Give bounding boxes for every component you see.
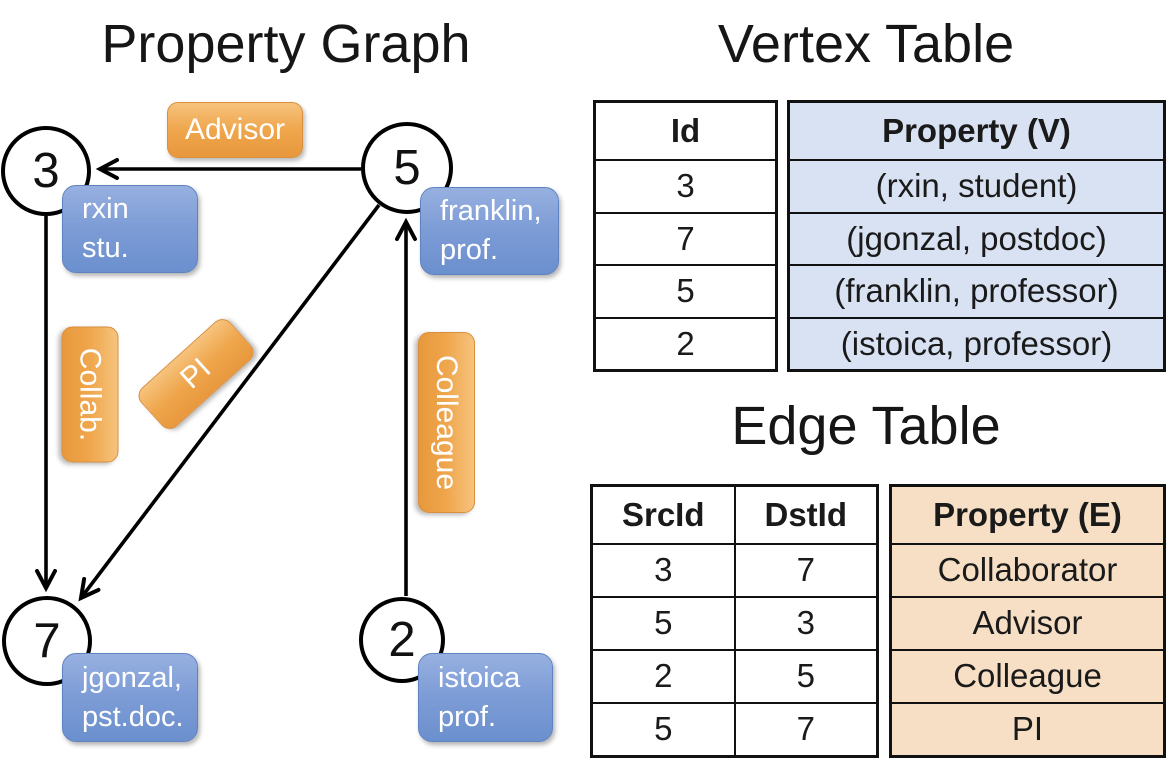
vertex-property-box-istoica: istoica prof.	[418, 653, 553, 742]
edge-property-cell: Collaborator	[937, 551, 1118, 589]
vertex-id-cell: 7	[676, 219, 695, 257]
title-edge-table: Edge Table	[731, 396, 1001, 456]
table-row: 3 7	[593, 543, 876, 596]
vertex-id-cell: 3	[676, 167, 695, 205]
edge-table-header-dstid: DstId	[733, 487, 877, 543]
table-row: 7	[596, 211, 775, 265]
vertex-property-cell: (istoica, professor)	[840, 324, 1113, 362]
table-row: 3	[596, 159, 775, 212]
vertex-property-box-franklin: franklin, prof.	[420, 187, 559, 275]
vertex-property-cell: (franklin, professor)	[834, 272, 1119, 310]
edge-table-id-columns: SrcId DstId 3 7 5 3 2 5 5 7	[590, 484, 879, 758]
vertex-property-line: istoica	[438, 661, 521, 694]
vertex-property-line: jgonzal,	[82, 661, 182, 694]
vertex-property-line: prof.	[438, 700, 497, 733]
vertex-id-cell: 2	[676, 324, 695, 362]
vertex-table-header-property: Property (V)	[882, 111, 1071, 149]
edge-label-advisor: Advisor	[167, 102, 303, 158]
edge-property-cell: Advisor	[972, 604, 1083, 642]
edge-dstid-cell: 5	[733, 651, 877, 702]
vertex-table-id-column: Id 3 7 5 2	[593, 100, 778, 372]
vertex-id-cell: 5	[676, 272, 695, 310]
node-id-label: 7	[33, 614, 61, 668]
vertex-property-line: pst.doc.	[82, 700, 184, 733]
table-row: (jgonzal, postdoc)	[790, 211, 1163, 265]
edge-srcid-cell: 5	[654, 710, 673, 748]
vertex-property-box-jgonzal: jgonzal, pst.doc.	[62, 653, 198, 742]
vertex-table-header-row: Property (V)	[790, 103, 1163, 159]
edge-label-text: Colleague	[430, 354, 464, 491]
table-row: PI	[892, 702, 1163, 755]
vertex-table-header-id: Id	[670, 111, 701, 149]
table-row: 2	[596, 316, 775, 370]
edge-label-text: PI	[174, 351, 218, 396]
edge-property-cell: PI	[1011, 710, 1044, 748]
edge-label-collab: Collab.	[61, 326, 119, 463]
vertex-table-header-row: Id	[596, 103, 775, 159]
edge-srcid-cell: 3	[654, 551, 673, 589]
edge-label-text: Advisor	[184, 113, 286, 146]
table-row: (istoica, professor)	[790, 316, 1163, 370]
vertex-property-cell: (jgonzal, postdoc)	[846, 219, 1107, 257]
edge-label-colleague: Colleague	[418, 332, 475, 513]
edge-dstid-cell: 7	[733, 545, 877, 596]
table-row: (franklin, professor)	[790, 264, 1163, 317]
vertex-property-line: rxin	[82, 193, 129, 225]
edge-srcid-cell: 2	[654, 657, 673, 695]
node-id-label: 2	[388, 613, 416, 667]
vertex-table-property-column: Property (V) (rxin, student) (jgonzal, p…	[787, 100, 1166, 372]
vertex-property-line: prof.	[440, 234, 499, 266]
table-row: Collaborator	[892, 543, 1163, 596]
table-row: 2 5	[593, 649, 876, 702]
edge-dstid-cell: 3	[733, 598, 877, 649]
table-row: Advisor	[892, 596, 1163, 649]
edge-line-pi-5-to-7	[78, 203, 381, 602]
title-vertex-table: Vertex Table	[717, 14, 1015, 74]
edge-table-header-srcid: SrcId	[621, 495, 705, 533]
edge-dstid-cell: 7	[733, 704, 877, 755]
title-property-graph: Property Graph	[101, 14, 471, 74]
table-row: Colleague	[892, 649, 1163, 702]
edge-label-text: Collab.	[74, 347, 107, 442]
vertex-property-line: stu.	[82, 232, 129, 264]
table-row: 5 3	[593, 596, 876, 649]
node-circle-3: 3	[1, 126, 91, 216]
vertex-property-line: franklin,	[440, 195, 542, 227]
table-row: (rxin, student)	[790, 159, 1163, 212]
table-row: 5 7	[593, 702, 876, 755]
edge-property-cell: Colleague	[953, 657, 1102, 695]
edge-table-header-row: SrcId DstId	[593, 487, 876, 543]
node-id-label: 5	[393, 141, 421, 195]
edge-table-property-column: Property (E) Collaborator Advisor Collea…	[889, 484, 1166, 758]
edge-table-header-row: Property (E)	[892, 487, 1163, 543]
edge-srcid-cell: 5	[654, 604, 673, 642]
vertex-property-cell: (rxin, student)	[875, 167, 1078, 205]
table-row: 5	[596, 264, 775, 317]
vertex-property-box-rxin: rxin stu.	[62, 185, 198, 273]
node-id-label: 3	[32, 144, 60, 198]
edge-table-header-property: Property (E)	[933, 495, 1122, 533]
